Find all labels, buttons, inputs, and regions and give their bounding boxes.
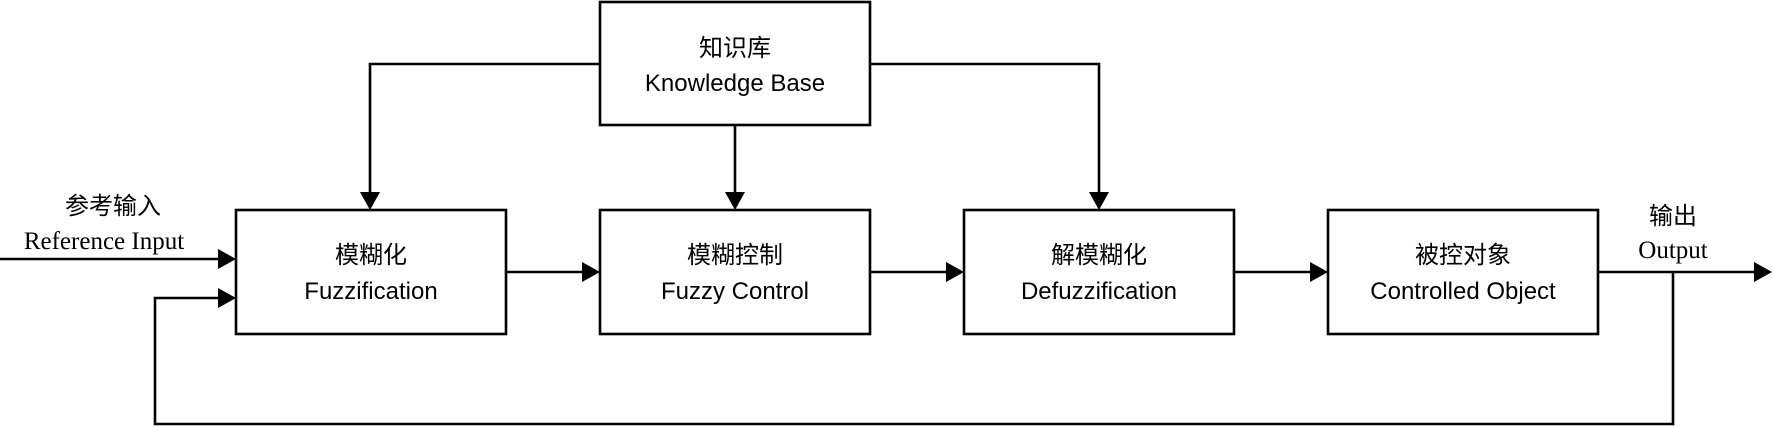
fuzzy-control-to-defuzzification-arrowhead [946, 262, 964, 282]
fuzzy-control-label-zh: 模糊控制 [687, 241, 783, 269]
controlled-object-box [1326, 208, 1600, 336]
reference-input-label-zh: 参考输入 [65, 192, 161, 220]
fuzzification-label-en: Fuzzification [304, 278, 437, 305]
output-label-en: Output [1638, 237, 1708, 264]
kb-to-fuzzification-arrowhead [360, 192, 380, 210]
kb-to-defuzzification-arrowhead [1089, 192, 1109, 210]
controlled-object-label-zh: 被控对象 [1415, 241, 1511, 269]
defuzzification-to-controlled-object-arrowhead [1310, 262, 1328, 282]
controlled-object-label-en: Controlled Object [1370, 278, 1556, 305]
knowledge-base-label-en: Knowledge Base [645, 70, 825, 97]
fuzzification-box [234, 208, 508, 336]
kb-to-fuzzy-control-arrowhead [725, 192, 745, 210]
defuzzification-label-zh: 解模糊化 [1051, 241, 1147, 269]
defuzzification-block: 解模糊化 Defuzzification [962, 208, 1236, 336]
kb-to-fuzzification-line [368, 62, 600, 193]
reference-input-arrowhead [218, 249, 236, 269]
feedback-line [153, 272, 1675, 426]
fuzzy-control-label-en: Fuzzy Control [661, 278, 809, 305]
feedback-arrowhead [218, 288, 236, 308]
kb-to-defuzzification-line [870, 62, 1101, 193]
output-arrowhead [1754, 262, 1772, 282]
defuzzification-box [962, 208, 1236, 336]
knowledge-base-box [598, 0, 872, 127]
knowledge-base-block: 知识库 Knowledge Base [598, 0, 872, 127]
fuzzification-label-zh: 模糊化 [335, 241, 407, 269]
knowledge-base-label-zh: 知识库 [699, 34, 771, 62]
fuzzy-control-block: 模糊控制 Fuzzy Control [598, 208, 872, 336]
reference-input-label-en: Reference Input [24, 228, 184, 255]
output-label-zh: 输出 [1649, 202, 1697, 230]
fuzzification-to-fuzzy-control-arrowhead [582, 262, 600, 282]
fuzzification-block: 模糊化 Fuzzification [234, 208, 508, 336]
controlled-object-block: 被控对象 Controlled Object [1326, 208, 1600, 336]
defuzzification-label-en: Defuzzification [1021, 278, 1177, 305]
fuzzy-control-box [598, 208, 872, 336]
